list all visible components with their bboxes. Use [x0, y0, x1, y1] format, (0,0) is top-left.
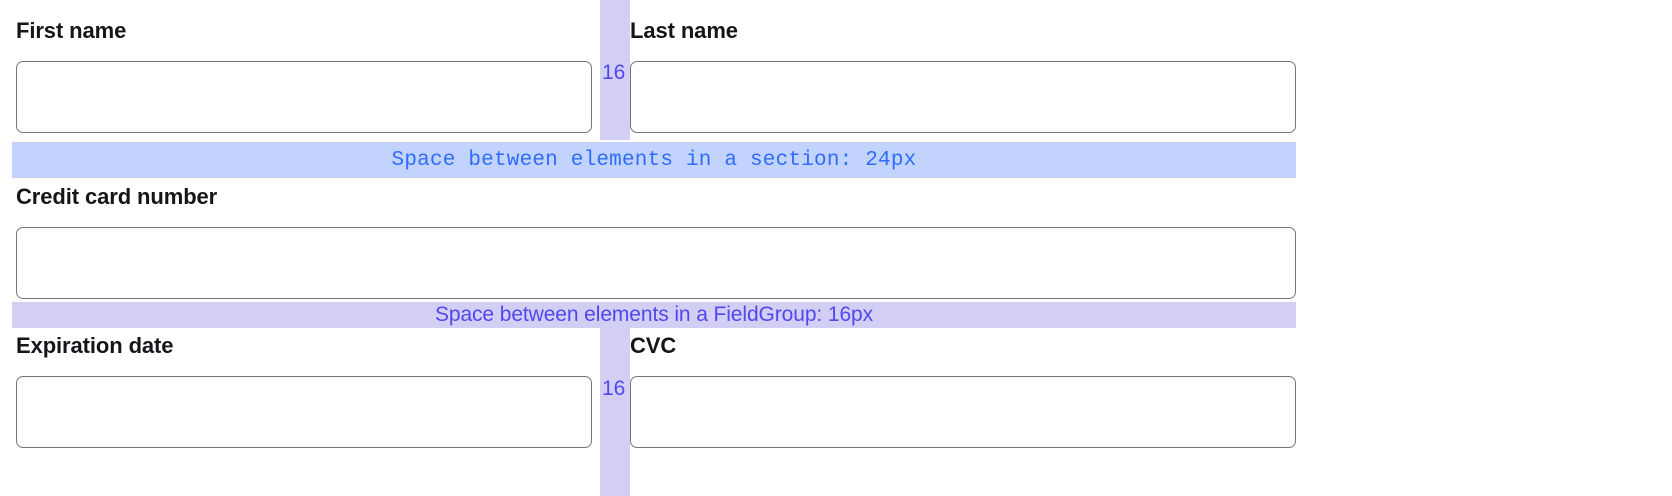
field-expiration-date: Expiration date [16, 333, 592, 448]
input-credit-card-number[interactable] [16, 227, 1296, 299]
annotation-band-section-spacing-text: Space between elements in a section: 24p… [391, 148, 917, 172]
input-expiration-date[interactable] [16, 376, 592, 448]
gap-column-expiry-row [600, 328, 630, 496]
annotation-band-section-spacing: Space between elements in a section: 24p… [12, 142, 1296, 178]
gap-label-name-row: 16 [602, 61, 626, 84]
input-cvc[interactable] [630, 376, 1296, 448]
label-first-name: First name [16, 18, 127, 43]
field-first-name: First name [16, 18, 592, 133]
gap-label-expiry-row: 16 [602, 377, 626, 400]
label-credit-card-number: Credit card number [16, 184, 218, 209]
label-last-name: Last name [630, 18, 738, 43]
field-credit-card-number: Credit card number [16, 184, 1296, 299]
input-last-name[interactable] [630, 61, 1296, 133]
field-cvc: CVC [630, 333, 1296, 448]
annotation-band-fieldgroup-spacing: Space between elements in a FieldGroup: … [12, 302, 1296, 328]
label-cvc: CVC [630, 333, 677, 358]
field-last-name: Last name [630, 18, 1296, 133]
input-first-name[interactable] [16, 61, 592, 133]
annotation-band-fieldgroup-spacing-text: Space between elements in a FieldGroup: … [434, 303, 874, 326]
gap-column-name-row [600, 0, 630, 140]
credit-card-form: First name 16 Last name Space between el… [12, 0, 1296, 496]
label-expiration-date: Expiration date [16, 333, 174, 358]
